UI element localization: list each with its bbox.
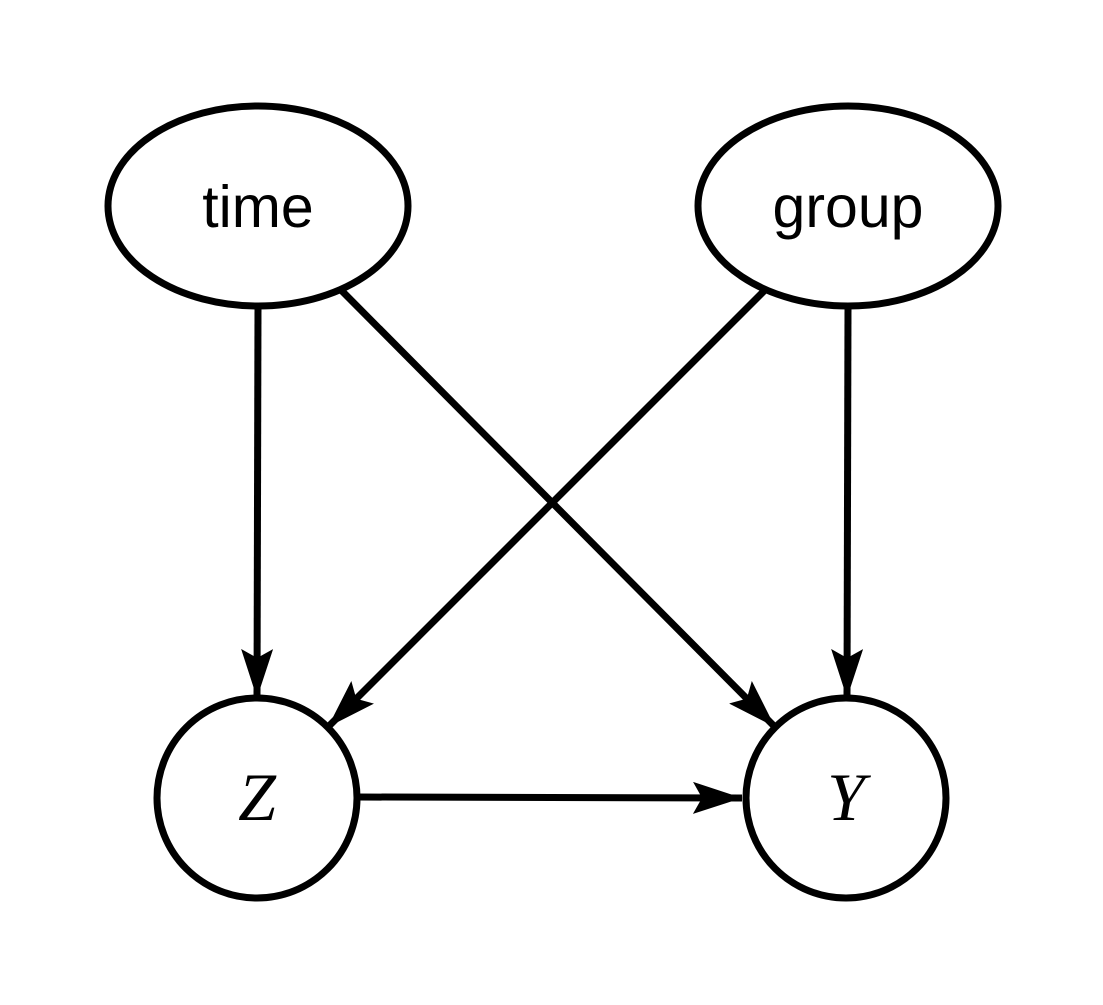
edge-group-to-Z [325, 286, 769, 730]
node-Z-shape [153, 694, 361, 902]
edge-group-to-Y [831, 305, 864, 699]
node-time-shape [104, 102, 412, 310]
edges-layer [241, 286, 864, 814]
node-Z-label: Z [238, 759, 277, 835]
edge-Z-to-Y [356, 781, 743, 814]
node-group-shape [694, 102, 1002, 310]
node-group: group [694, 102, 1002, 310]
edge-time-to-Z [241, 305, 274, 699]
node-Y: Y [742, 694, 950, 902]
node-time-label: time [202, 174, 313, 240]
node-Y-label: Y [827, 759, 871, 835]
node-Z: Z [153, 694, 361, 902]
edge-time-to-Y [338, 287, 778, 730]
node-Y-shape [742, 694, 950, 902]
node-time: time [104, 102, 412, 310]
node-group-label: group [773, 174, 924, 240]
